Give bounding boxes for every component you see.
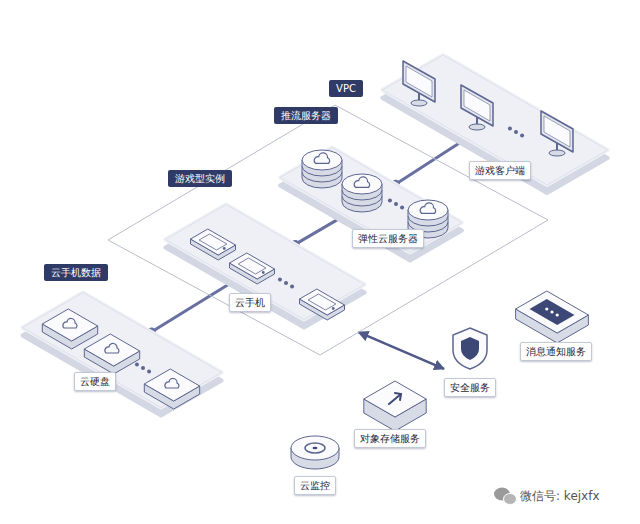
panel-top [22,293,221,408]
link-line [151,280,235,332]
service-icon: 消息通知服务 [520,288,592,361]
cloud-symbol [354,177,369,187]
service-icon: 对象存储服务 [354,381,426,448]
disc-top [342,174,382,194]
group-heading: 云手机数据 [44,264,108,281]
shield-inner [461,337,479,360]
wechat-icon [494,488,517,505]
block-top [191,229,236,255]
disc-top [291,436,339,460]
group-panel: 云手机数据云硬盘 [20,263,224,418]
ellipsis-dot [520,134,524,138]
ellipsis-dot [147,370,151,374]
wechat-bubble [504,494,517,505]
phone-button [223,247,226,250]
watermark: 微信号: kejxfx [520,489,600,504]
cloud-symbol [63,318,77,328]
node-label: 消息通知服务 [520,342,592,361]
disc-top [302,150,342,170]
link-line [396,138,467,184]
monitor-frame [403,61,435,102]
ellipsis-dot [278,278,282,282]
ellipsis-dot [394,202,398,206]
ellipsis-dot [135,363,139,367]
disc-hub [313,447,318,450]
phone-button [262,271,265,274]
box-light [550,310,553,313]
block-top [364,381,426,417]
monitor-frame [461,85,493,126]
block-top [516,291,589,333]
panel-top [382,55,607,185]
panel-edge [165,205,364,320]
node-shape [20,263,224,418]
cloud-symbol [105,343,119,353]
phone-screen [199,234,227,250]
cloud-symbol [314,153,329,163]
node-label: 云硬盘 [74,372,116,391]
monitor-base [411,100,427,106]
panel-top [165,205,364,320]
panel-edge [382,55,607,185]
node-label: 游戏客户端 [469,161,531,180]
group-heading: VPC [329,80,363,97]
block-top [84,334,139,366]
group-panel: 游戏客户端 [380,53,610,195]
monitor-screen [464,90,490,121]
block-top [300,289,345,315]
ellipsis-dot [400,206,404,210]
monitor-frame [541,111,573,152]
node-tag: 弹性云服务器 [352,228,424,248]
double-arrow [358,332,444,369]
service-icon: 云监控 [289,428,341,495]
ellipsis-dot [290,285,294,289]
shield-outer [453,328,487,369]
group-heading: 推流服务器 [274,107,338,124]
cloud-symbol [165,378,179,388]
node-tag: 云硬盘 [74,371,116,391]
panel-edge [280,148,462,253]
monitor-screen [406,66,432,97]
node-label: 云手机 [229,293,271,312]
node-label: 弹性云服务器 [352,229,424,248]
node-tag: 云手机 [229,292,271,312]
group-panel: 游戏型实例云手机 [163,169,367,330]
phone-button [332,307,335,310]
service-icon: 安全服务 [444,324,496,397]
ellipsis-dot [388,199,392,203]
disc-top [408,200,448,220]
panel-edge [22,293,221,408]
box-light [556,313,559,316]
monitor-base [469,124,485,130]
node-label: 对象存储服务 [354,429,426,448]
node-label: 云监控 [294,476,336,495]
box-panel [530,299,575,325]
block-top [144,369,199,401]
node-label: 安全服务 [444,378,496,397]
group-heading: 游戏型实例 [168,170,232,187]
monitor-screen [544,116,570,147]
cloud-symbol [420,203,435,213]
ellipsis-dot [508,127,512,131]
disc-ring [305,443,325,453]
ellipsis-dot [284,281,288,285]
block-top [42,309,97,341]
ellipsis-dot [514,130,518,134]
phone-screen [308,294,336,310]
upload-arrow [389,393,401,404]
box-light [545,307,548,310]
phone-screen [238,258,266,274]
ellipsis-dot [141,366,145,370]
panel-top [280,148,462,253]
block-top [230,253,275,279]
monitor-base [549,150,565,156]
